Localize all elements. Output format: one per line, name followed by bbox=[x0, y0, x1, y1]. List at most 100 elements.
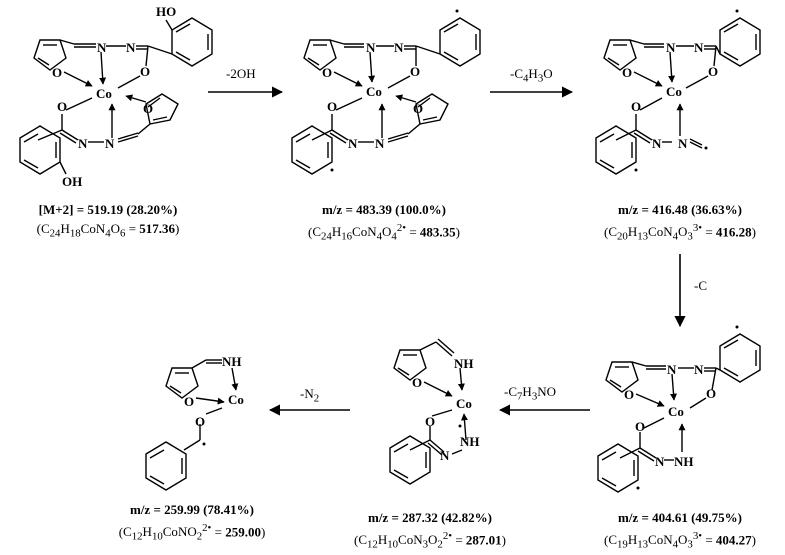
subscript: 4 bbox=[523, 72, 529, 85]
charge: 2• bbox=[442, 530, 453, 542]
caption-mass: m/z = 483.39 (100.0%) bbox=[321, 202, 447, 217]
atom-o: O bbox=[624, 387, 634, 402]
caption-mass: [M+2] = 519.19 (28.20%) bbox=[38, 202, 178, 217]
arrow-label-text: H bbox=[528, 66, 538, 81]
caption-formula: (C24H16CoN4O42• = 483.35) bbox=[307, 222, 460, 243]
furan-ring bbox=[303, 39, 337, 71]
atom-n: N bbox=[694, 40, 704, 55]
atom-o: O bbox=[195, 414, 205, 429]
atom-o: O bbox=[322, 65, 332, 80]
arrow-label-text: -N bbox=[300, 386, 314, 401]
charge: 3• bbox=[692, 222, 703, 234]
arrow-label-text: O bbox=[543, 66, 553, 81]
caption-2: m/z = 483.39 (100.0%) (C24H16CoN4O42• = … bbox=[284, 200, 484, 247]
atom-o: O bbox=[622, 65, 632, 80]
furan-ring bbox=[33, 39, 67, 71]
formula-mass: 404.27 bbox=[715, 532, 752, 548]
atom-nh: NH bbox=[222, 354, 242, 369]
benzene-ring bbox=[719, 333, 761, 383]
radical-dot bbox=[455, 9, 459, 13]
radical-dot bbox=[330, 168, 334, 172]
radical-dot bbox=[636, 486, 640, 490]
atom-n: N bbox=[348, 136, 358, 151]
arrow-label-text: H bbox=[522, 384, 532, 399]
subscript: 7 bbox=[517, 390, 523, 403]
atom-o: O bbox=[635, 419, 645, 434]
structure-3 bbox=[595, 17, 761, 175]
caption-formula: (C12H10CoNO22• = 259.00) bbox=[118, 522, 266, 543]
atom-oh: HO bbox=[156, 4, 176, 19]
furan-ring bbox=[393, 349, 427, 381]
radical-dot bbox=[735, 325, 739, 329]
atom-co: Co bbox=[668, 404, 684, 419]
atom-n: N bbox=[678, 136, 688, 151]
benzene-ring bbox=[597, 443, 639, 493]
radical-dot bbox=[704, 146, 708, 150]
formula: C20H13CoN4O3 bbox=[608, 224, 693, 243]
atom-o: O bbox=[708, 64, 718, 79]
formula: C24H16CoN4O4 bbox=[312, 224, 397, 243]
atom-o: O bbox=[412, 375, 422, 390]
atom-o: O bbox=[184, 394, 194, 409]
atom-n: N bbox=[375, 136, 385, 151]
caption-formula: (C12H10CoN3O22• = 287.01) bbox=[353, 530, 506, 551]
arrow-label-5: -N2 bbox=[300, 386, 319, 405]
atom-n: N bbox=[366, 40, 376, 55]
atom-o: O bbox=[143, 101, 153, 116]
atom-n: N bbox=[105, 136, 115, 151]
subscript: 3 bbox=[537, 72, 544, 85]
radical-dot bbox=[634, 168, 638, 172]
formula: C12H10CoN3O2 bbox=[358, 532, 443, 551]
formula-mass: 517.36 bbox=[139, 221, 176, 236]
atom-co: Co bbox=[456, 396, 472, 411]
formula: C19H13CoN4O3 bbox=[608, 532, 693, 551]
formula: C12H10CoNO2 bbox=[123, 524, 203, 543]
subscript: 3 bbox=[531, 390, 538, 403]
furan-ring bbox=[603, 39, 637, 71]
atom-oh: OH bbox=[62, 174, 82, 189]
atom-n: N bbox=[694, 362, 704, 377]
structure-4 bbox=[597, 333, 761, 493]
atom-n: N bbox=[666, 40, 676, 55]
arrow-label-2: -C4H3O bbox=[510, 66, 553, 85]
caption-mass: m/z = 259.99 (78.41%) bbox=[129, 502, 255, 517]
furan-ring bbox=[145, 93, 179, 125]
atom-co: Co bbox=[96, 86, 112, 101]
caption-formula: (C20H13CoN4O33• = 416.28) bbox=[603, 222, 756, 243]
atom-n: N bbox=[394, 40, 404, 55]
caption-formula: (C19H13CoN4O33• = 404.27) bbox=[603, 530, 756, 551]
atom-nh: NH bbox=[454, 356, 474, 371]
atom-n: N bbox=[655, 454, 665, 469]
atom-o: O bbox=[140, 64, 150, 79]
structure-1 bbox=[19, 17, 213, 175]
furan-ring bbox=[165, 367, 199, 399]
atom-o: O bbox=[57, 99, 67, 114]
caption-3: m/z = 416.48 (36.63%) (C20H13CoN4O33• = … bbox=[580, 200, 780, 247]
atom-n: N bbox=[440, 448, 450, 463]
atom-n: N bbox=[126, 40, 136, 55]
atom-n: N bbox=[78, 136, 88, 151]
radical-dot bbox=[202, 442, 206, 446]
structure-2 bbox=[291, 17, 481, 175]
atom-o: O bbox=[706, 386, 716, 401]
caption-1: [M+2] = 519.19 (28.20%) (C24H18CoN4O6 = … bbox=[8, 200, 208, 244]
charge: 2• bbox=[202, 522, 212, 534]
benzene-ring bbox=[291, 125, 333, 175]
atom-o: O bbox=[52, 65, 62, 80]
benzene-ring bbox=[595, 125, 637, 175]
atom-n: N bbox=[667, 362, 677, 377]
formula-mass: 483.35 bbox=[419, 224, 456, 240]
arrow-label-1: -2OH bbox=[226, 66, 256, 81]
furan-ring bbox=[605, 361, 639, 393]
caption-6: m/z = 259.99 (78.41%) (C12H10CoNO22• = 2… bbox=[92, 500, 292, 547]
furan-ring bbox=[415, 93, 449, 125]
atom-co: Co bbox=[228, 392, 244, 407]
benzene-ring bbox=[145, 441, 187, 491]
formula: C24H18CoN4O6 bbox=[40, 221, 126, 240]
atom-nh: NH bbox=[674, 454, 694, 469]
atom-n: N bbox=[97, 40, 107, 55]
caption-mass: m/z = 404.61 (49.75%) bbox=[617, 510, 743, 525]
radical-dot bbox=[735, 9, 739, 13]
atom-nh: NH bbox=[460, 434, 480, 449]
arrow-label-text: -C bbox=[504, 384, 517, 399]
